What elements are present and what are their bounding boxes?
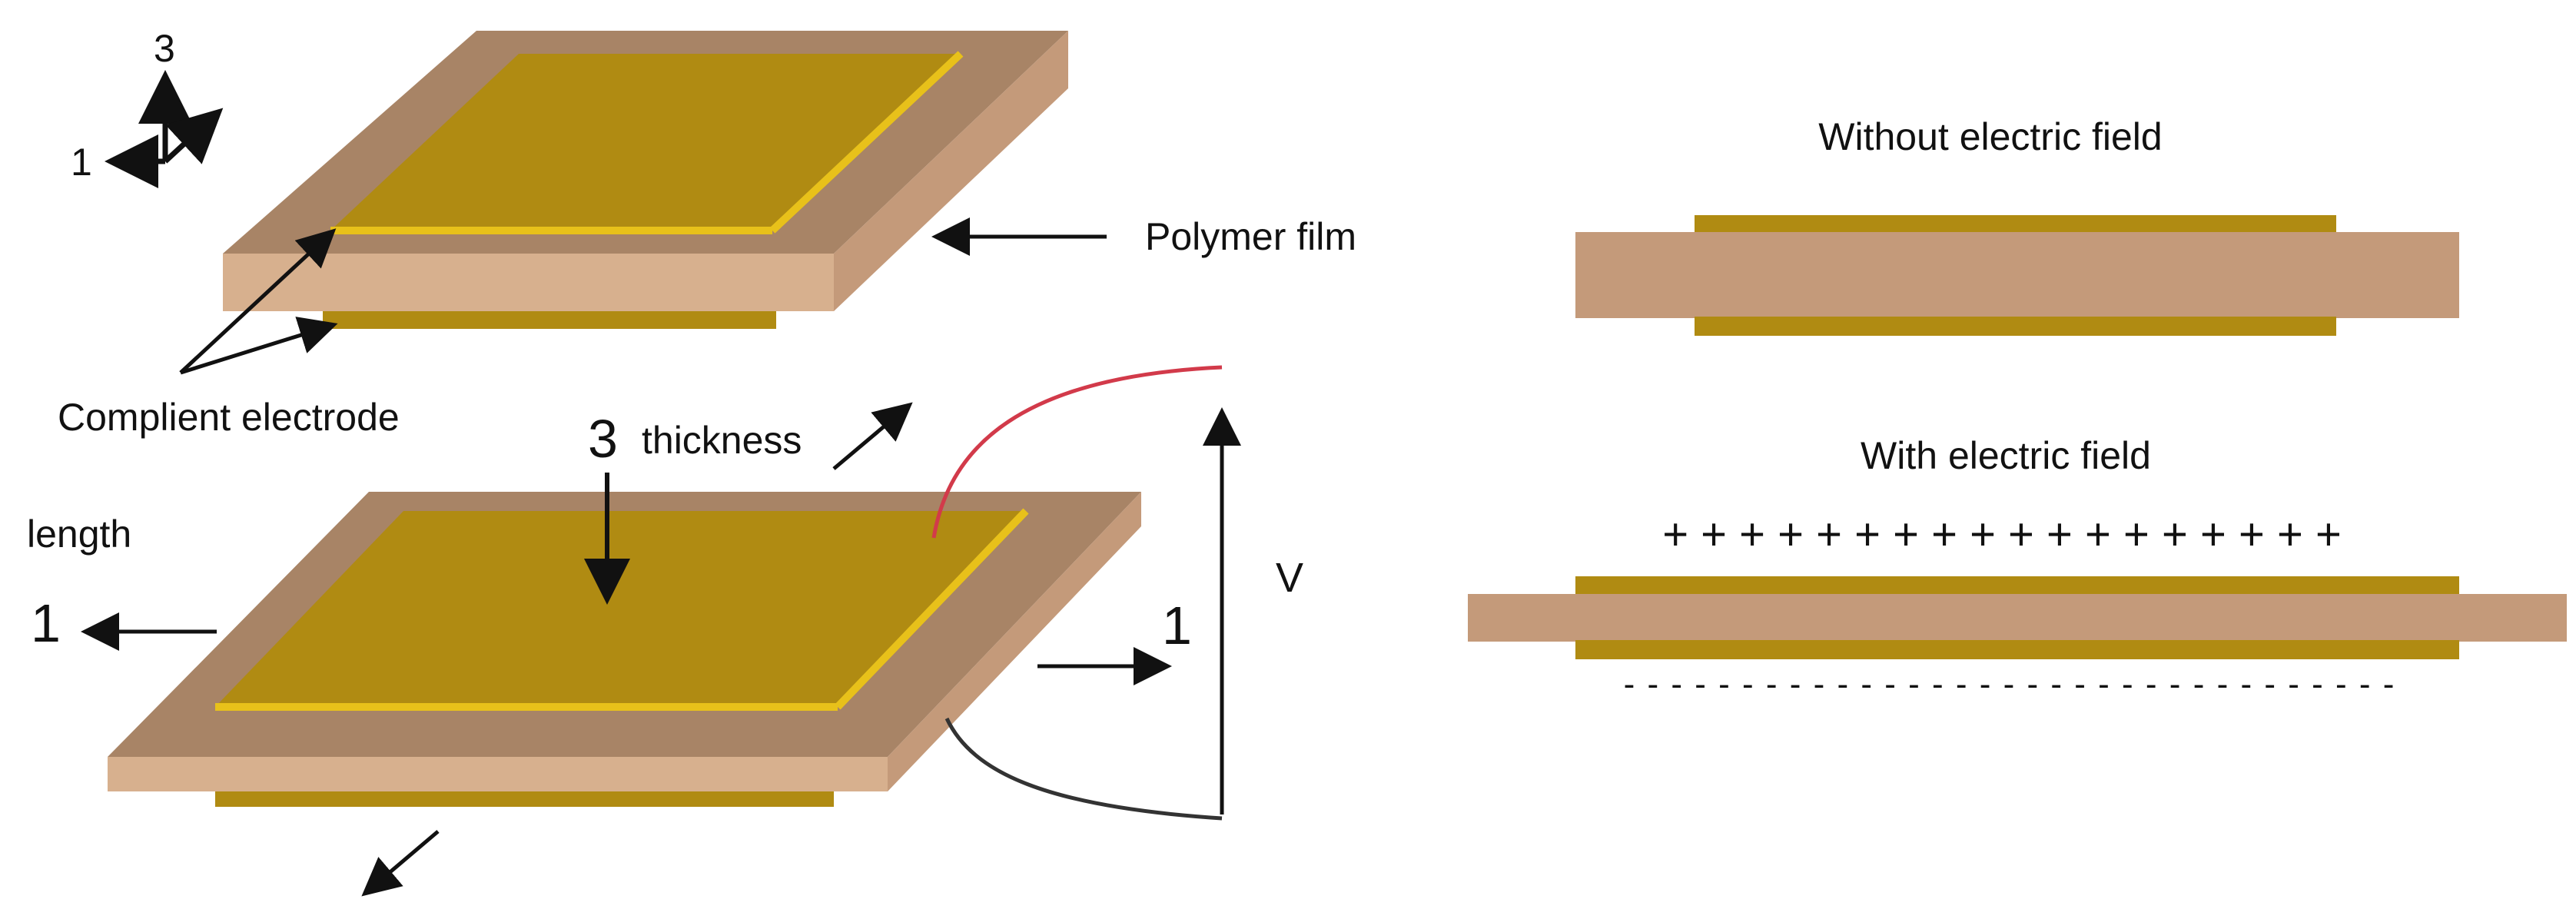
length-number: 1 bbox=[31, 593, 61, 653]
polymer-film-right-face-bottom bbox=[888, 492, 1141, 791]
polymer-film-right-face bbox=[834, 31, 1068, 311]
length-label: length bbox=[27, 513, 131, 556]
complient-electrode-label: Complient electrode bbox=[58, 396, 400, 439]
top-electrode-edge-right bbox=[769, 51, 964, 234]
dark-wire bbox=[944, 717, 1223, 821]
top-electrode-bottom-device bbox=[215, 511, 1026, 707]
negative-charges: - - - - - - - - - - - - - - - - - - - - … bbox=[1624, 665, 2396, 703]
bottom-electrode-stretched bbox=[1575, 640, 2459, 659]
with-field-panel: With electric field + + + + + + + + + + … bbox=[1468, 434, 2567, 703]
without-field-panel: Without electric field bbox=[1575, 115, 2459, 336]
axis-1-label: 1 bbox=[71, 141, 92, 184]
top-device: Polymer film Complient electrode bbox=[58, 31, 1356, 439]
top-electrode bbox=[330, 54, 961, 231]
top-electrode-stretched bbox=[1575, 576, 2459, 596]
electrode-edge-right-bottom bbox=[835, 508, 1029, 710]
electrode-pointer-bottom bbox=[180, 317, 338, 375]
with-field-title: With electric field bbox=[1861, 434, 2151, 477]
polymer-film-front-face-bottom bbox=[108, 757, 888, 791]
polymer-film-label: Polymer film bbox=[1145, 215, 1356, 258]
top-electrode-relaxed bbox=[1695, 215, 2336, 234]
bottom-device: V 3 thickness length 1 1 bbox=[27, 365, 1303, 897]
bottom-electrode-top-device bbox=[323, 309, 776, 329]
bottom-electrode-relaxed bbox=[1695, 317, 2336, 336]
thickness-label: thickness bbox=[642, 419, 802, 462]
without-field-title: Without electric field bbox=[1818, 115, 2162, 158]
positive-charges: + + + + + + + + + + + + + + + + + + bbox=[1662, 509, 2342, 559]
polymer-film-stretched bbox=[1468, 594, 2567, 642]
axes-legend: 3 1 bbox=[71, 27, 224, 188]
bottom-electrode-bottom-device bbox=[215, 788, 834, 807]
width-arrow-up bbox=[832, 402, 913, 470]
polymer-film-relaxed bbox=[1575, 232, 2459, 318]
thickness-number: 3 bbox=[588, 409, 618, 469]
voltage-label: V bbox=[1276, 555, 1303, 601]
electrode-pointer-top bbox=[179, 228, 337, 374]
axis-3-label: 3 bbox=[154, 27, 175, 70]
axis-2-arrow bbox=[163, 108, 224, 164]
width-arrow-down bbox=[361, 830, 440, 897]
red-wire bbox=[931, 365, 1223, 539]
right-number: 1 bbox=[1162, 596, 1192, 655]
polymer-film-front-face bbox=[223, 254, 834, 311]
